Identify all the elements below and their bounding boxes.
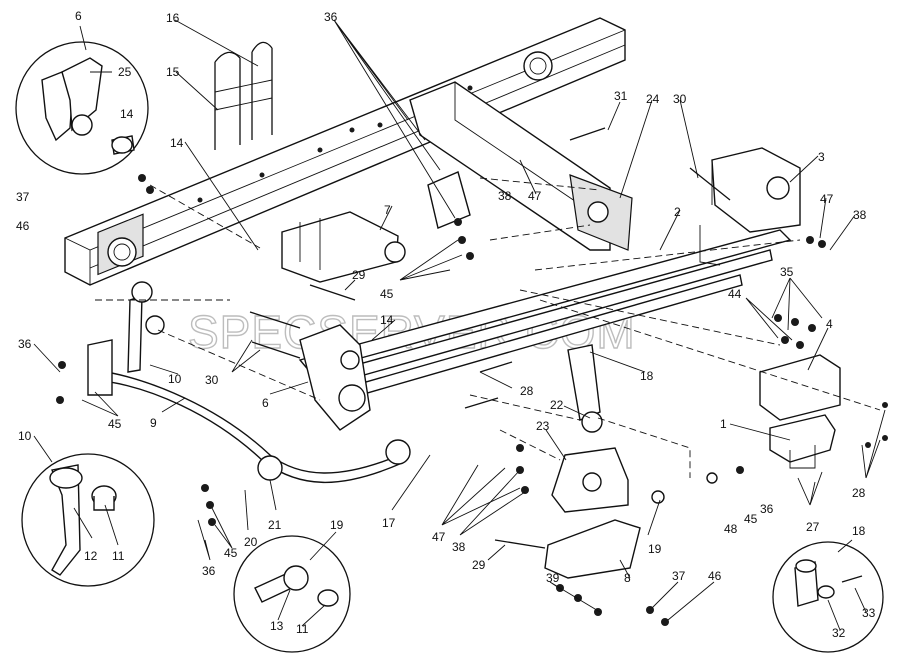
plate-part-4 [759, 354, 841, 421]
callout-28: 28 [520, 384, 534, 398]
callout-14: 14 [120, 107, 134, 121]
detail-circle-19 [233, 535, 351, 653]
callout-32: 32 [832, 626, 846, 640]
callout-46b: 46 [708, 569, 722, 583]
callout-4: 4 [826, 317, 833, 331]
callout-1: 1 [720, 417, 727, 431]
callout-30: 30 [673, 92, 687, 106]
detail-circle-6 [15, 41, 149, 175]
callout-48: 48 [724, 522, 738, 536]
callout-9: 9 [150, 416, 157, 430]
callout-28b: 28 [852, 486, 866, 500]
callout-7: 7 [384, 203, 391, 217]
callout-36c: 36 [202, 564, 216, 578]
frame-rail-left [64, 17, 626, 286]
bracket-part-3 [711, 147, 801, 233]
callout-16: 16 [166, 11, 180, 25]
spring-bracket-part-7 [281, 211, 406, 283]
callout-10: 10 [168, 372, 182, 386]
callout-20: 20 [244, 535, 258, 549]
callout-17: 17 [382, 516, 396, 530]
callout-15: 15 [166, 65, 180, 79]
assembly-lines [95, 177, 881, 478]
callout-12: 12 [84, 549, 98, 563]
callout-24: 24 [646, 92, 660, 106]
detail-circle-10 [21, 453, 155, 587]
callout-45: 45 [380, 287, 394, 301]
callout-27: 27 [806, 520, 820, 534]
callout-11b: 11 [296, 622, 309, 636]
leaf-spring-part-2 [298, 225, 792, 399]
callout-13: 13 [270, 619, 284, 633]
u-bolt-part-15-16 [214, 41, 273, 150]
callout-23: 23 [536, 419, 550, 433]
callout-22: 22 [550, 398, 564, 412]
callout-14c: 14 [380, 313, 394, 327]
callout-39: 39 [546, 571, 560, 585]
callout-3: 3 [818, 150, 825, 164]
cross-member [409, 81, 633, 251]
link-part-10 [87, 281, 165, 396]
callout-36: 36 [324, 10, 338, 24]
callout-30b: 30 [205, 373, 219, 387]
callout-36b: 36 [18, 337, 32, 351]
callout-14b: 14 [170, 136, 184, 150]
callout-labels: 6 25 14 16 15 36 31 24 30 3 47 38 37 46 … [16, 9, 876, 640]
callout-25: 25 [118, 65, 132, 79]
callout-33: 33 [862, 606, 876, 620]
callout-47c: 47 [432, 530, 446, 544]
callout-38c: 38 [452, 540, 466, 554]
leader-lines [33, 19, 886, 631]
callout-18b: 18 [852, 524, 866, 538]
callout-47b: 47 [528, 189, 542, 203]
bracket-part-6 [299, 324, 371, 431]
callout-44: 44 [728, 287, 742, 301]
bolts [249, 127, 731, 549]
callout-29b: 29 [472, 558, 486, 572]
callout-19b: 19 [648, 542, 662, 556]
callout-45c: 45 [224, 546, 238, 560]
callout-6: 6 [75, 9, 82, 23]
bracket-part-8 [544, 519, 641, 579]
callout-6b: 6 [262, 396, 269, 410]
plate-part-1 [769, 414, 836, 469]
callout-45d: 45 [744, 512, 758, 526]
callout-36d: 36 [760, 502, 774, 516]
callout-35: 35 [780, 265, 794, 279]
callout-31: 31 [614, 89, 628, 103]
callout-37: 37 [16, 190, 30, 204]
callout-47: 47 [820, 192, 834, 206]
detail-circle-18 [772, 541, 884, 653]
callout-21: 21 [268, 518, 282, 532]
callout-38: 38 [853, 208, 867, 222]
bracket-part-23 [551, 447, 629, 513]
callout-11: 11 [112, 549, 125, 563]
callout-10b: 10 [18, 429, 32, 443]
shock-absorber-part-18 [427, 171, 603, 433]
callout-19: 19 [330, 518, 344, 532]
washer-rings [257, 455, 718, 504]
callout-45b: 45 [108, 417, 122, 431]
callout-46: 46 [16, 219, 30, 233]
callout-18: 18 [640, 369, 654, 383]
callout-38b: 38 [498, 189, 512, 203]
callout-37b: 37 [672, 569, 686, 583]
callout-2: 2 [674, 205, 681, 219]
callout-29: 29 [352, 268, 366, 282]
callout-8: 8 [624, 571, 631, 585]
